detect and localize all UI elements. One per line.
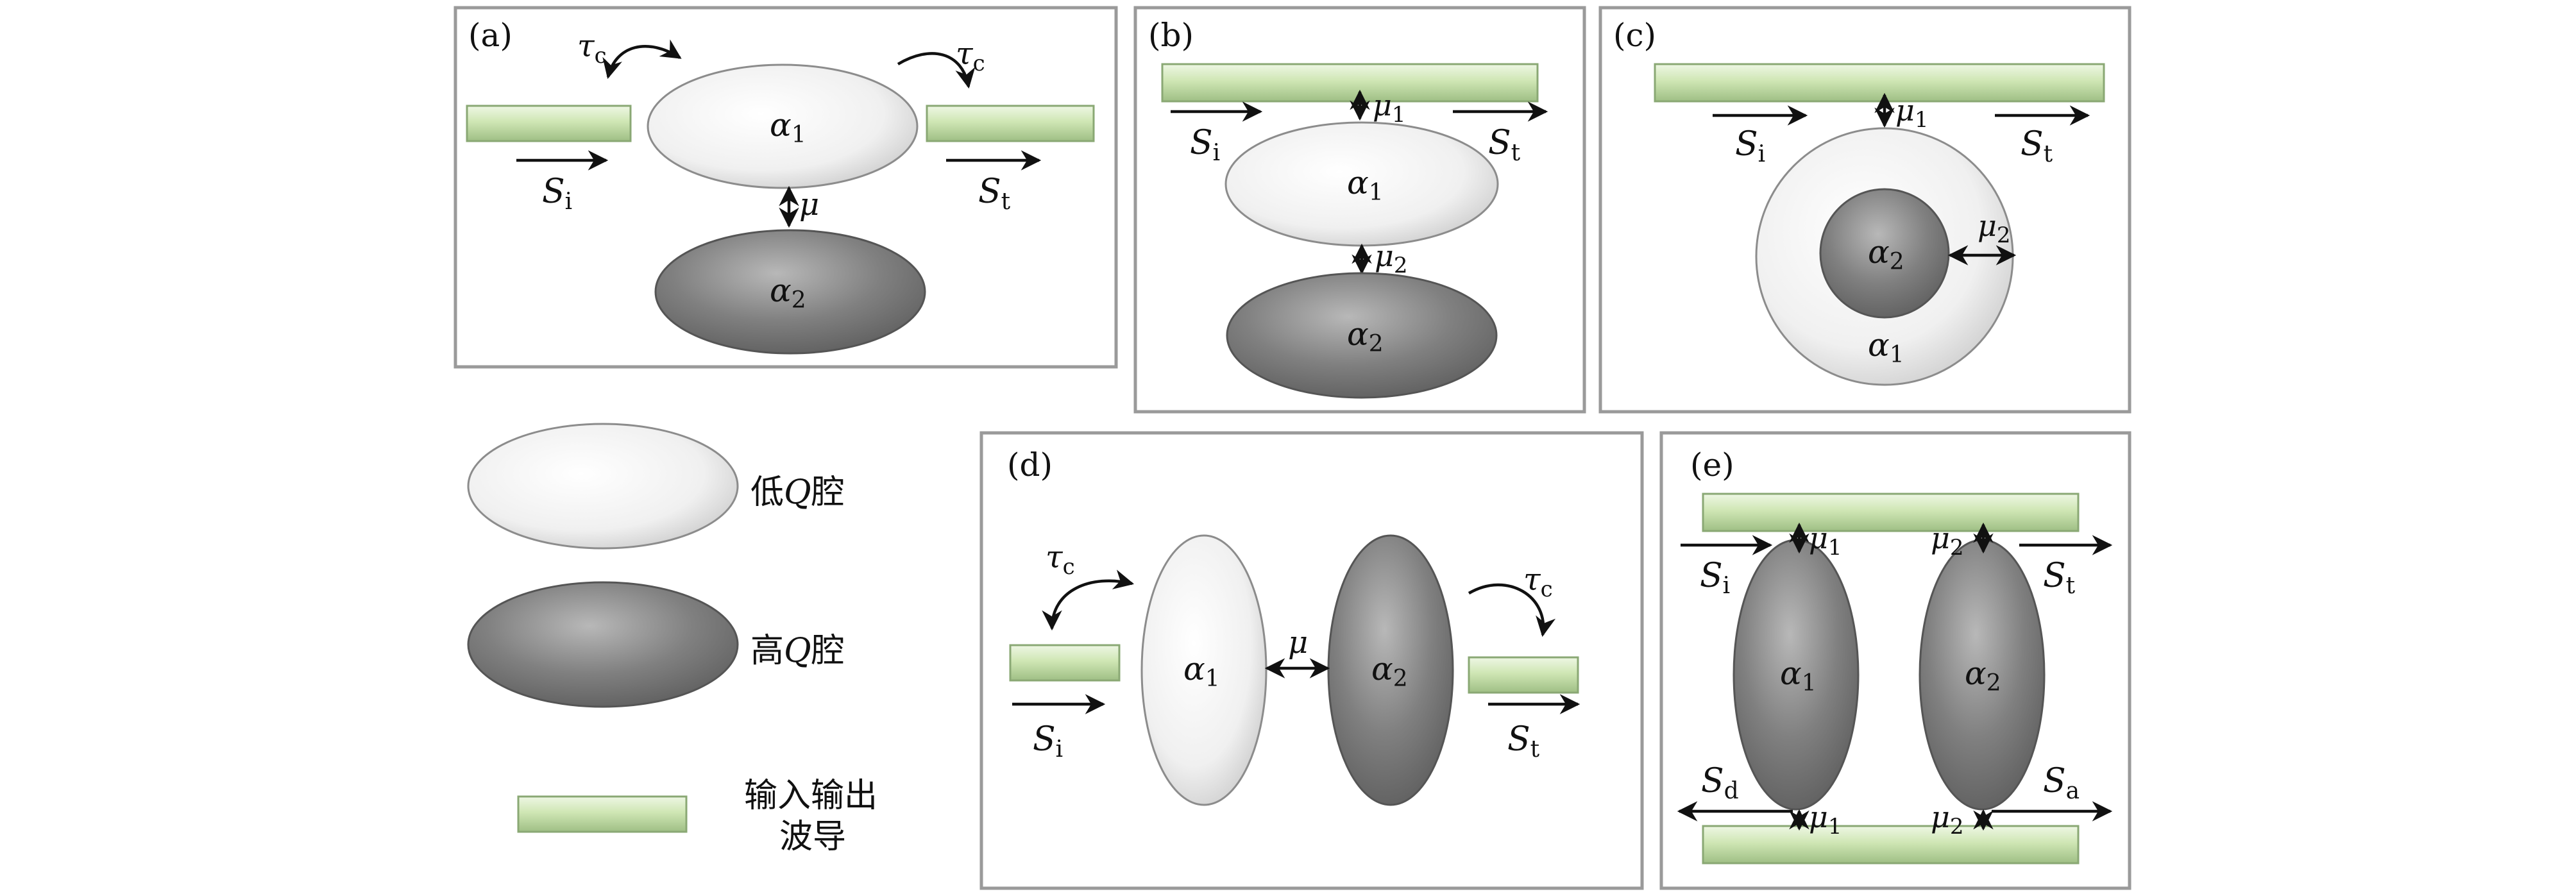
panel-e-drop-label: Sd <box>1701 762 1739 804</box>
panel-d-tau-left-label: τc <box>1046 539 1075 580</box>
panel-d-tau-right-label: τc <box>1523 562 1553 602</box>
panel-d: (d) α1 α2 μ τc τc Si St <box>979 431 1644 890</box>
panel-b-input-label: Si <box>1190 124 1220 166</box>
panel-b-tag: (b) <box>1148 17 1194 54</box>
legend-waveguide-line2: 波导 <box>779 818 846 856</box>
panel-b-output-label: St <box>1488 124 1521 166</box>
panel-c-output-label: St <box>2021 125 2053 167</box>
panel-c-input-label: Si <box>1735 125 1765 167</box>
panel-a-tau-left-label: τc <box>577 28 607 69</box>
panel-d-output-label: St <box>1507 720 1540 763</box>
panel-d-tau-right-arrow <box>1468 583 1556 637</box>
panel-e-tag: (e) <box>1690 446 1734 484</box>
panel-b: (b) Si St μ1 α1 μ2 α2 <box>1133 6 1586 414</box>
panel-d-output-waveguide <box>1468 656 1579 694</box>
panel-d-tau-left-arrow <box>1042 569 1135 631</box>
panel-c: (c) Si St μ1 α2 α1 μ2 <box>1598 6 2131 414</box>
panel-a-cavity2-label: α2 <box>770 272 806 314</box>
panel-e-cavity1-label: α1 <box>1780 655 1817 696</box>
panel-b-mu2-label: μ2 <box>1375 239 1408 278</box>
panel-b-cavity2-label: α2 <box>1347 316 1384 357</box>
panel-c-mu1-label: μ1 <box>1895 93 1929 133</box>
panel-b-mu1-label: μ1 <box>1373 88 1406 128</box>
panel-e-mu2-top-label: μ2 <box>1931 521 1964 561</box>
legend-low-q-swatch <box>467 423 739 550</box>
panel-a-tau-left-arrow <box>602 39 682 80</box>
panel-e-mu1-top-label: μ1 <box>1809 521 1842 561</box>
panel-b-high-q-cavity <box>1226 272 1498 399</box>
panel-a-mu-label: μ <box>799 187 819 223</box>
panel-d-cavity2-label: α2 <box>1371 650 1408 692</box>
panel-e-input-label: Si <box>1700 557 1730 599</box>
panel-c-cavity2-label: α2 <box>1868 233 1904 275</box>
panel-e-add-label: Sa <box>2043 762 2080 804</box>
panel-a-input-waveguide <box>466 105 632 142</box>
panel-a-output-label: St <box>978 173 1011 215</box>
panel-a-tau-right-label: τc <box>956 36 985 76</box>
legend-low-q-label: 低Q腔 <box>750 473 845 512</box>
panel-a-high-q-cavity <box>654 229 926 355</box>
panel-d-mu-label: μ <box>1288 625 1308 661</box>
panel-c-tag: (c) <box>1613 17 1656 54</box>
panel-e-mu2-bottom-label: μ2 <box>1931 800 1964 839</box>
panel-a-tau-right-arrow <box>897 52 976 89</box>
panel-e-bottom-waveguide <box>1702 825 2080 864</box>
panel-d-input-waveguide <box>1009 644 1121 682</box>
panel-a: (a) α1 α2 μ τc τc Si St <box>453 6 1118 369</box>
legend-high-q-swatch <box>467 581 739 708</box>
panel-e-top-waveguide <box>1702 493 2080 532</box>
legend-high-q-label: 高Q腔 <box>750 632 845 670</box>
panel-a-cavity1-label: α1 <box>770 106 806 148</box>
panel-e-cavity2-label: α2 <box>1965 655 2001 696</box>
panel-a-input-label: Si <box>542 173 572 215</box>
panel-d-tag: (d) <box>1007 446 1053 484</box>
panel-b-bus-waveguide <box>1161 63 1539 103</box>
panel-a-output-waveguide <box>926 105 1095 142</box>
legend: 低Q腔 高Q腔 输入输出 波导 <box>467 423 877 856</box>
panel-c-mu2-label: μ2 <box>1978 208 2011 248</box>
panel-e: (e) α1 α2 μ1 μ2 μ1 μ2 Si St Sd Sa <box>1659 431 2131 890</box>
legend-waveguide-swatch <box>517 795 688 833</box>
panel-c-bus-waveguide <box>1654 63 2105 103</box>
panel-d-input-label: Si <box>1033 720 1063 763</box>
legend-waveguide-line1: 输入输出 <box>744 777 877 815</box>
panel-e-through-label: St <box>2043 557 2076 599</box>
panel-e-mu1-bottom-label: μ1 <box>1809 800 1842 839</box>
panel-d-cavity1-label: α1 <box>1183 650 1220 692</box>
panel-a-tag: (a) <box>468 17 513 54</box>
panel-b-cavity1-label: α1 <box>1347 164 1384 206</box>
panel-c-cavity1-label: α1 <box>1868 326 1904 368</box>
